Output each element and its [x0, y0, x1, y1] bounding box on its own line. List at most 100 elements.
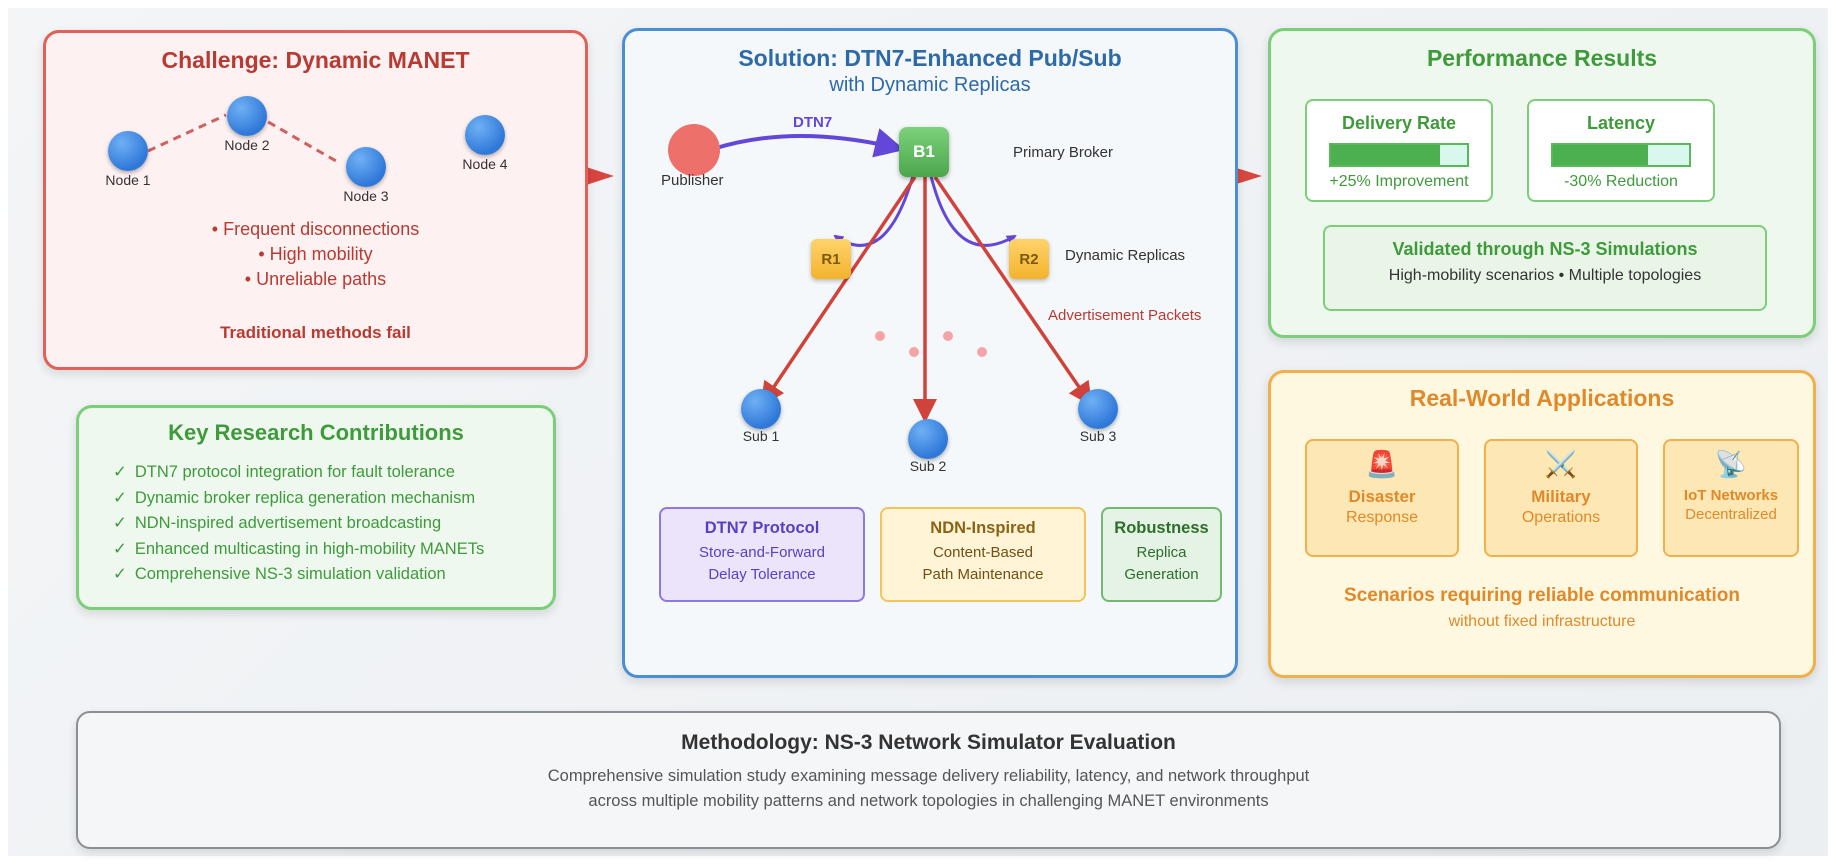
node-1-label: Node 1: [105, 172, 151, 188]
list-item: ✓DTN7 protocol integration for fault tol…: [113, 463, 455, 481]
box-heading: NDN-Inspired: [930, 519, 1036, 537]
broker-label: Primary Broker: [1013, 144, 1114, 161]
challenge-bullet: • Frequent disconnections: [211, 219, 420, 239]
app-disaster-card: 🚨 Disaster Response: [1305, 439, 1459, 557]
publisher-label: Publisher: [661, 172, 724, 189]
applications-title: Real-World Applications: [1409, 385, 1675, 411]
performance-panel: Performance Results Delivery Rate +25% I…: [1268, 28, 1816, 338]
node-3: [346, 147, 386, 187]
list-item: ✓Enhanced multicasting in high-mobility …: [113, 539, 485, 558]
contributions-title: Key Research Contributions: [168, 420, 464, 445]
ellipsis-dot: [943, 331, 953, 341]
replica-r2: R2: [1009, 239, 1049, 279]
app-heading: Disaster: [1348, 487, 1416, 506]
list-item: ✓Dynamic broker replica generation mecha…: [113, 488, 476, 507]
canvas: Challenge: Dynamic MANET Node 1 Node 2 N…: [8, 8, 1828, 856]
methodology-line-2: across multiple mobility patterns and ne…: [588, 792, 1269, 810]
challenge-title: Challenge: Dynamic MANET: [161, 47, 470, 73]
box-heading: DTN7 Protocol: [704, 519, 820, 537]
broker-b1: B1: [899, 127, 949, 177]
arrow-solution-to-performance: [1230, 166, 1262, 186]
list-item: ✓NDN-inspired advertisement broadcasting: [113, 514, 442, 532]
sub-1-node: [741, 389, 781, 429]
methodology-title: Methodology: NS-3 Network Simulator Eval…: [681, 731, 1176, 754]
sub-1-label: Sub 1: [742, 428, 780, 444]
solution-panel: Solution: DTN7-Enhanced Pub/Sub with Dyn…: [622, 28, 1238, 678]
solution-subtitle: with Dynamic Replicas: [829, 74, 1031, 96]
box-heading: Robustness: [1114, 519, 1209, 537]
check-icon: ✓: [113, 539, 127, 558]
panel-connectors: [583, 166, 1262, 186]
metric-value: -30% Reduction: [1564, 173, 1678, 190]
latency-card: Latency -30% Reduction: [1527, 99, 1715, 202]
node-2: [227, 96, 267, 136]
arrow-challenge-to-solution: [583, 166, 614, 186]
applications-panel: Real-World Applications 🚨 Disaster Respo…: [1268, 370, 1816, 678]
metric-value: +25% Improvement: [1329, 173, 1469, 190]
validated-text: High-mobility scenarios • Multiple topol…: [1388, 267, 1702, 284]
node-3-label: Node 3: [343, 188, 389, 204]
scenario-heading: Scenarios requiring reliable communicati…: [1344, 585, 1740, 606]
check-icon: ✓: [113, 488, 127, 507]
contributions-list: ✓DTN7 protocol integration for fault tol…: [113, 460, 484, 588]
challenge-bullet: • High mobility: [258, 244, 373, 264]
check-icon: ✓: [113, 463, 127, 481]
dtn7-label: DTN7: [793, 114, 833, 131]
crossed-swords-icon: ⚔️: [1544, 449, 1578, 479]
ellipsis-dot: [875, 331, 885, 341]
sub-2-label: Sub 2: [909, 458, 947, 474]
challenge-links: [147, 113, 337, 163]
replica-label: Dynamic Replicas: [1065, 247, 1186, 264]
app-sub: Response: [1345, 509, 1419, 526]
adv-label: Advertisement Packets: [1048, 307, 1202, 324]
adv-arrow-sub3: [933, 176, 1093, 407]
metric-heading: Latency: [1586, 113, 1656, 133]
node-4-label: Node 4: [462, 156, 508, 172]
siren-icon: 🚨: [1365, 449, 1399, 479]
app-sub: Operations: [1521, 509, 1601, 526]
methodology-line-1: Comprehensive simulation study examining…: [547, 767, 1310, 785]
performance-title: Performance Results: [1426, 45, 1658, 71]
latency-bar: [1551, 143, 1691, 167]
app-heading: Military: [1531, 487, 1591, 506]
app-iot-card: 📡 IoT Networks Decentralized: [1663, 439, 1799, 557]
delivery-rate-bar: [1329, 143, 1469, 167]
sub-3-label: Sub 3: [1079, 428, 1117, 444]
replica-r1: R1: [811, 239, 851, 279]
adv-arrow-sub1: [760, 176, 917, 407]
challenge-panel: Challenge: Dynamic MANET Node 1 Node 2 N…: [43, 30, 588, 370]
challenge-footer: Traditional methods fail: [220, 323, 411, 342]
sub-3-node: [1078, 389, 1118, 429]
ellipsis-dot: [909, 347, 919, 357]
methodology-panel: Methodology: NS-3 Network Simulator Eval…: [76, 711, 1781, 849]
scenario-sub: without fixed infrastructure: [1448, 613, 1636, 630]
metric-heading: Delivery Rate: [1341, 113, 1457, 133]
node-2-label: Node 2: [224, 137, 270, 153]
contributions-panel: Key Research Contributions ✓DTN7 protoco…: [76, 405, 556, 610]
validated-box: Validated through NS-3 Simulations High-…: [1323, 225, 1767, 311]
delivery-rate-card: Delivery Rate +25% Improvement: [1305, 99, 1493, 202]
sub-2-node: [908, 419, 948, 459]
ellipsis-dot: [977, 347, 987, 357]
list-item: ✓Comprehensive NS-3 simulation validatio…: [113, 565, 446, 583]
challenge-bullet: • Unreliable paths: [244, 269, 387, 289]
publisher-node: [668, 124, 720, 176]
node-1: [108, 131, 148, 171]
app-sub: Decentralized: [1685, 506, 1777, 523]
solution-title: Solution: DTN7-Enhanced Pub/Sub: [738, 45, 1122, 71]
replica-link-r2: [929, 175, 1017, 247]
check-icon: ✓: [113, 514, 127, 532]
check-icon: ✓: [113, 565, 127, 583]
app-heading: IoT Networks: [1683, 487, 1779, 504]
node-4: [465, 115, 505, 155]
dtn7-arrow: [712, 128, 905, 158]
validated-heading: Validated through NS-3 Simulations: [1392, 239, 1698, 259]
satellite-dish-icon: 📡: [1714, 449, 1748, 479]
app-military-card: ⚔️ Military Operations: [1484, 439, 1638, 557]
